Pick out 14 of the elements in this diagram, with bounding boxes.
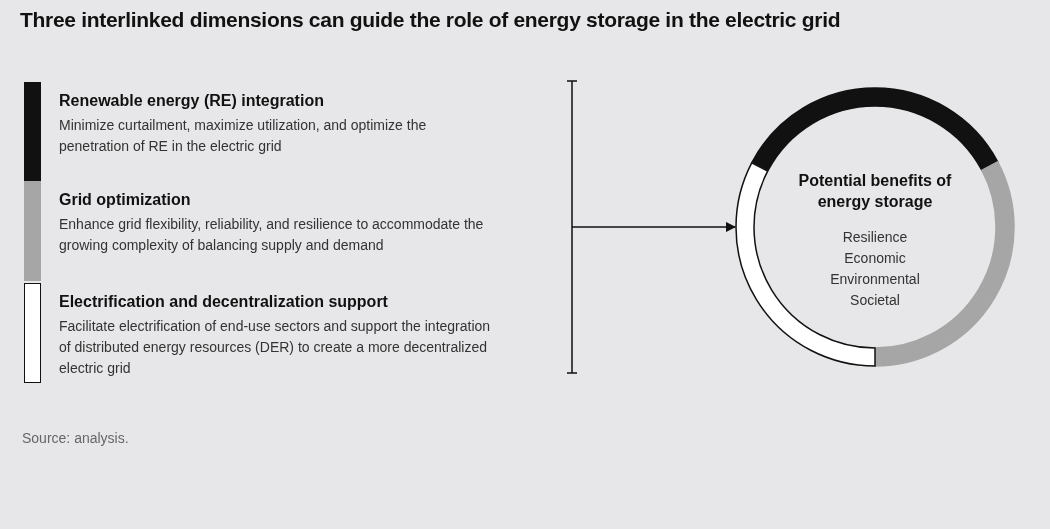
benefit-item: Resilience (841, 228, 909, 247)
benefit-item: Environmental (829, 270, 921, 289)
source-note: Source: analysis. (22, 430, 129, 446)
dimension-heading: Grid optimization (59, 191, 191, 209)
dimension-description: Enhance grid flexibility, reliability, and resilience to accommodate the growing complexity of balancing supply and demand (59, 215, 485, 255)
diagram-title: Three interlinked dimensions can guide the role of energy storage in the electric grid (20, 8, 841, 32)
dimension-heading: Electrification and decentralization support (59, 293, 388, 311)
benefit-item: Societal (849, 291, 901, 310)
benefit-item: Economic (843, 249, 907, 268)
arrow (571, 221, 737, 233)
dimension-description: Minimize curtailment, maximize utilization, and optimize the penetration of RE in the electric grid (59, 116, 428, 156)
dimension-description: Facilitate electrification of end-use sectors and support the integration of distributed energy resources (DER) to create a more decentralized electric grid (59, 317, 492, 378)
dimension-heading: Renewable energy (RE) integration (59, 92, 324, 110)
ring-heading: Potential benefits of energy storage (797, 171, 953, 212)
